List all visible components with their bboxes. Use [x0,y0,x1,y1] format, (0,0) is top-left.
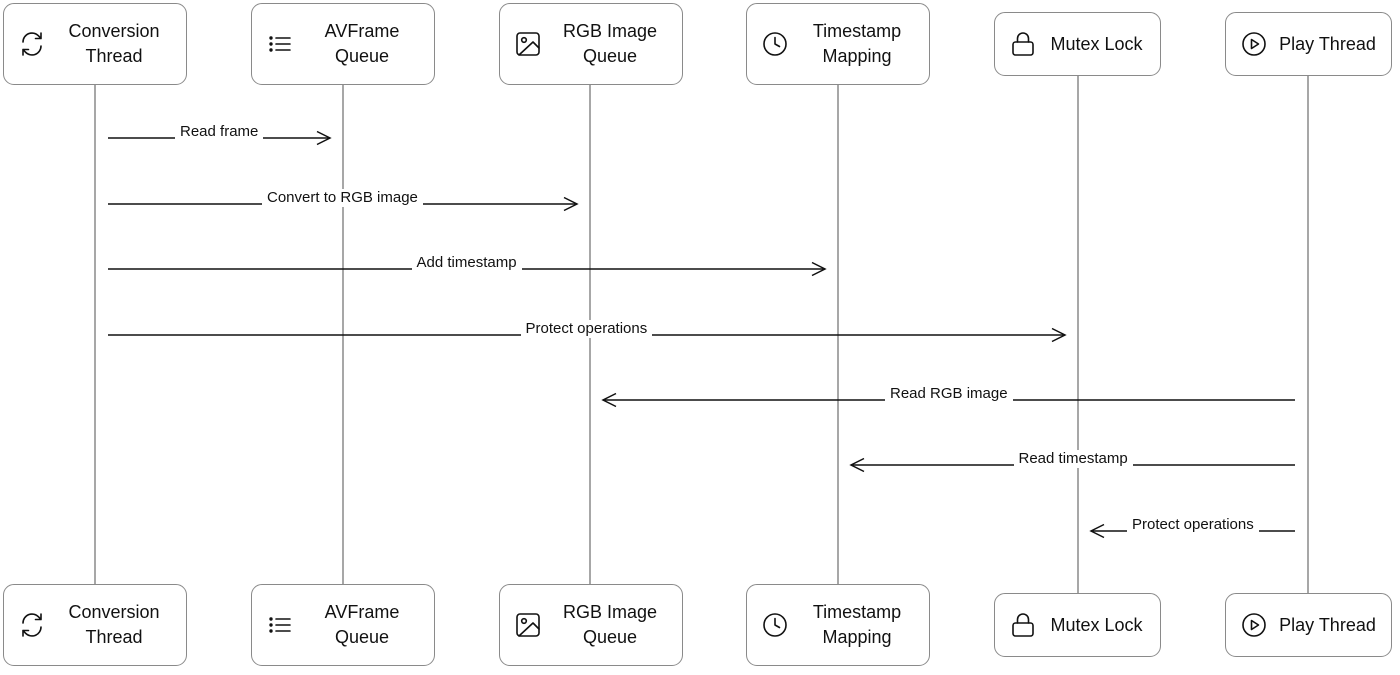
clock-icon [763,613,787,637]
participant-label: Play Thread [1279,33,1376,54]
participant-play-top: Play Thread [1225,12,1392,76]
participant-conversion-top: Conversion Thread [3,3,187,85]
participant-rgb-top: RGB Image Queue [499,3,683,85]
image-icon [516,32,540,56]
image-icon [516,613,540,637]
participant-label: AVFrame Queue [324,21,400,66]
message-label: Read timestamp [1013,450,1133,468]
participant-label: Conversion Thread [68,602,160,647]
message-label: Read frame [175,123,264,141]
play-circle-icon [1242,32,1266,56]
message-label: Protect operations [520,320,653,338]
message-label: Add timestamp [411,254,522,272]
play-circle-icon [1242,613,1266,637]
participant-label: Timestamp Mapping [812,602,902,647]
participant-label: Play Thread [1279,614,1376,635]
refresh-icon [22,32,42,56]
message-label: Convert to RGB image [262,189,423,207]
list-icon [269,617,291,633]
participant-play-bottom: Play Thread [1225,593,1392,657]
lock-icon [1012,613,1034,637]
participant-timestamp-bottom: Timestamp Mapping [746,584,930,666]
participant-label: Mutex Lock [1050,614,1143,635]
lock-icon [1012,32,1034,56]
participant-label: Mutex Lock [1050,33,1143,54]
participant-mutex-top: Mutex Lock [994,12,1161,76]
list-icon [269,36,291,52]
participant-label: Timestamp Mapping [812,21,902,66]
refresh-icon [22,613,42,637]
participant-mutex-bottom: Mutex Lock [994,593,1161,657]
participant-avframe-top: AVFrame Queue [251,3,435,85]
participant-conversion-bottom: Conversion Thread [3,584,187,666]
message-label: Protect operations [1127,516,1259,534]
participant-label: RGB Image Queue [562,602,658,647]
message-label: Read RGB image [885,385,1013,403]
participant-rgb-bottom: RGB Image Queue [499,584,683,666]
participant-label: AVFrame Queue [324,602,400,647]
participant-label: Conversion Thread [68,21,160,66]
participant-timestamp-top: Timestamp Mapping [746,3,930,85]
participant-label: RGB Image Queue [562,21,658,66]
participant-avframe-bottom: AVFrame Queue [251,584,435,666]
clock-icon [763,32,787,56]
